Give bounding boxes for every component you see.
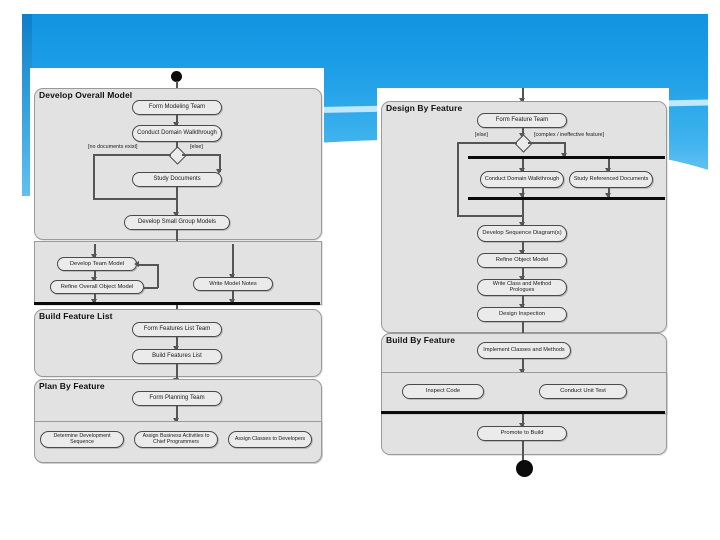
arrowhead <box>519 193 525 198</box>
edge <box>176 142 178 150</box>
edge <box>176 187 178 215</box>
partition-title-plan-by-feature: Plan By Feature <box>39 381 105 391</box>
activity-conduct-unit-test[interactable]: Conduct Unit Test <box>539 384 627 399</box>
edge <box>522 128 524 137</box>
edge <box>528 142 565 144</box>
edge <box>94 244 96 257</box>
partition-title-build-by-feature: Build By Feature <box>386 335 456 345</box>
fork-bar-design-parallel <box>468 156 665 159</box>
activity-promote-to-build[interactable]: Promote to Build <box>477 426 567 441</box>
edge <box>522 188 524 197</box>
partition-title-design-by-feature: Design By Feature <box>386 103 463 113</box>
activity-assign-business-activities[interactable]: Assign Business Activities to Chief Prog… <box>134 431 218 448</box>
activity-refine-overall-object-model[interactable]: Refine Overall Object Model <box>50 280 144 294</box>
edge <box>176 364 178 381</box>
right-diagram-canvas: Design By Feature Form Feature Team [els… <box>377 88 669 477</box>
join-bar-build-parallel <box>381 411 665 414</box>
activity-implement-classes-and-methods[interactable]: Implement Classes and Methods <box>477 342 571 359</box>
edge <box>94 294 96 303</box>
activity-form-features-list-team[interactable]: Form Features List Team <box>132 322 222 337</box>
edge-incoming <box>522 88 524 101</box>
guard-else: [else] <box>475 132 488 138</box>
partition-model-parallel-region <box>34 241 322 305</box>
edge-loop <box>143 287 158 289</box>
activity-assign-classes-to-developers[interactable]: Assign Classes to Developers <box>228 431 312 448</box>
arrowhead <box>134 261 139 267</box>
edge <box>522 296 524 307</box>
activity-build-features-list[interactable]: Build Features List <box>132 349 222 364</box>
join-bar-design-parallel <box>468 197 665 200</box>
edge <box>93 154 171 156</box>
edge-bypass <box>457 215 523 217</box>
arrowhead <box>229 299 235 304</box>
arrowhead <box>173 418 179 423</box>
edge <box>94 271 96 280</box>
edge <box>219 154 221 172</box>
edge <box>182 154 220 156</box>
activity-study-documents[interactable]: Study Documents <box>132 172 222 187</box>
edge <box>522 359 524 372</box>
partition-title-build-feature-list: Build Feature List <box>39 311 113 321</box>
activity-determine-development-sequence[interactable]: Determine Development Sequence <box>40 431 124 448</box>
edge <box>608 159 610 171</box>
activity-write-model-notes[interactable]: Write Model Notes <box>193 277 273 291</box>
edge <box>522 159 524 171</box>
initial-node <box>171 71 182 82</box>
guard-complex-ineffective-feature: [complex / ineffective feature] <box>534 132 605 138</box>
guard-no-documents-exist: [no documents exist] <box>88 144 138 150</box>
edge-bypass <box>457 142 459 216</box>
partition-title-develop-overall-model: Develop Overall Model <box>39 90 133 100</box>
arrowhead <box>519 98 525 103</box>
edge <box>522 322 524 340</box>
arrowhead <box>216 169 222 174</box>
activity-design-inspection[interactable]: Design Inspection <box>477 307 567 322</box>
edge <box>522 242 524 253</box>
activity-form-feature-team[interactable]: Form Feature Team <box>477 113 567 128</box>
edge-to-final <box>522 441 524 463</box>
edge <box>522 414 524 426</box>
partition-build-feature-list <box>34 309 322 377</box>
activity-write-class-and-method-prologues[interactable]: Write Class and Method Prologues <box>477 279 567 296</box>
arrowhead <box>519 369 525 374</box>
activity-develop-team-model[interactable]: Develop Team Model <box>57 257 137 271</box>
left-diagram-canvas: Develop Overall Model Form Modeling Team… <box>30 68 324 468</box>
guard-else: [else] <box>190 144 203 150</box>
edge <box>93 198 176 200</box>
activity-refine-object-model[interactable]: Refine Object Model <box>477 253 567 268</box>
activity-inspect-code[interactable]: Inspect Code <box>402 384 484 399</box>
final-node <box>516 460 533 477</box>
edge <box>176 406 178 421</box>
activity-conduct-domain-walkthrough[interactable]: Conduct Domain Walkthrough <box>480 171 564 188</box>
activity-study-referenced-documents[interactable]: Study Referenced Documents <box>569 171 653 188</box>
activity-conduct-domain-walkthrough[interactable]: Conduct Domain Walkthrough <box>132 125 222 142</box>
edge <box>564 142 566 156</box>
edge-loop <box>157 264 159 288</box>
arrowhead <box>561 153 567 158</box>
activity-develop-small-group-models[interactable]: Develop Small Group Models <box>124 215 230 230</box>
edge <box>176 230 178 243</box>
edge <box>522 200 524 225</box>
edge <box>522 268 524 279</box>
edge <box>232 244 234 277</box>
activity-form-planning-team[interactable]: Form Planning Team <box>132 391 222 406</box>
activity-develop-sequence-diagrams[interactable]: Develop Sequence Diagram(s) <box>477 225 567 242</box>
arrowhead <box>91 299 97 304</box>
edge <box>93 154 95 199</box>
edge-loop <box>137 264 158 266</box>
arrowhead <box>605 193 611 198</box>
activity-form-modeling-team[interactable]: Form Modeling Team <box>132 100 222 115</box>
background-left-accent-bar <box>22 14 32 196</box>
join-bar-model-parallel <box>34 302 320 305</box>
edge <box>232 291 234 303</box>
edge <box>176 337 178 349</box>
edge-bypass <box>457 142 517 144</box>
edge <box>176 115 178 125</box>
edge <box>608 188 610 197</box>
